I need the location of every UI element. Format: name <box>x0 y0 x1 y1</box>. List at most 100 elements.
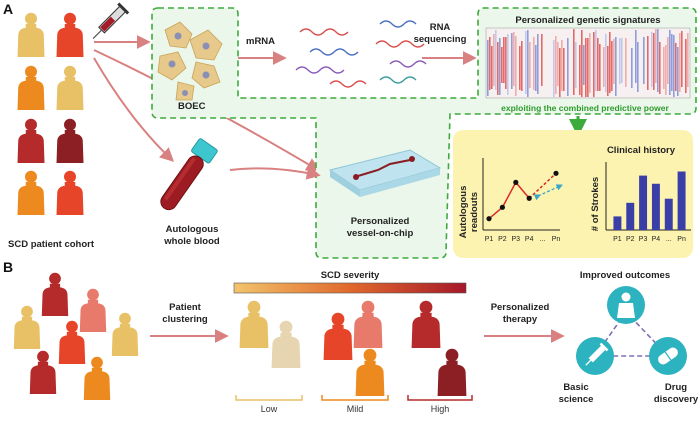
strokes-bar <box>677 171 686 230</box>
heatmap-stripe <box>499 38 501 95</box>
heatmap-stripe <box>505 37 507 89</box>
strokes-bar <box>613 216 622 230</box>
heatmap-stripe <box>647 36 649 90</box>
boec-cells <box>157 21 223 101</box>
heatmap-stripe <box>583 45 585 85</box>
heatmap-stripe <box>535 45 537 91</box>
blood-label-1: Autologous <box>166 224 219 235</box>
strokes-bar <box>626 202 635 230</box>
group-high: High <box>431 404 450 414</box>
severity-label: SCD severity <box>321 270 380 281</box>
heatmap-stripe <box>597 38 599 91</box>
readouts-line-segment <box>501 182 517 208</box>
mrna-label: mRNA <box>246 36 275 47</box>
heatmap-stripe <box>637 42 639 92</box>
heatmap-stripe <box>519 46 521 90</box>
boec-label: BOEC <box>178 101 206 112</box>
heatmap-stripe <box>643 37 645 84</box>
heatmap-stripe <box>653 33 655 90</box>
heatmap-stripe <box>493 34 495 86</box>
heatmap-stripe <box>515 36 517 96</box>
therapy-label-1: Personalized <box>491 302 550 313</box>
heatmap-stripe <box>585 38 587 97</box>
readouts-ylabel-2: readouts <box>469 192 480 232</box>
heatmap-stripe <box>603 47 605 87</box>
strokes-tick-label: Pn <box>677 236 686 243</box>
arrow-blood-chip <box>229 165 321 180</box>
heatmap-stripe <box>673 35 675 97</box>
heatmap-stripe <box>489 37 491 90</box>
outcomes-label: Improved outcomes <box>580 270 670 281</box>
rna-seq-label-1: RNA <box>430 22 451 33</box>
heatmap-stripe <box>667 37 669 84</box>
heatmap-stripe <box>589 33 591 93</box>
heatmap-stripe <box>681 31 683 87</box>
heatmap-stripe <box>665 45 667 95</box>
heatmap-stripe <box>527 30 529 97</box>
heatmap-stripe <box>497 42 499 95</box>
strokes-bar <box>651 183 660 230</box>
blood-tube-icon <box>160 138 218 211</box>
strokes-bar <box>664 198 673 230</box>
readouts-point <box>513 179 519 185</box>
readouts-tick-label: P2 <box>498 236 507 243</box>
vessel-chip-icon <box>328 149 442 197</box>
heatmap-stripe <box>677 47 679 96</box>
patient-cohort <box>17 12 84 215</box>
basic-label-2: science <box>559 394 594 405</box>
combined-power-label: exploiting the combined predictive power <box>501 103 669 113</box>
heatmap-stripe <box>521 41 523 91</box>
readouts-tick-label: P1 <box>485 236 494 243</box>
heatmap-stripe <box>513 32 515 86</box>
group-brackets <box>235 395 473 401</box>
clustering-label-1: Patient <box>169 302 202 313</box>
heatmap-stripe <box>579 45 581 95</box>
heatmap-stripe <box>605 34 607 92</box>
heatmap-stripe <box>561 40 563 91</box>
heatmap-stripe <box>537 34 539 94</box>
readouts-point <box>553 170 559 176</box>
strokes-tick-label: P1 <box>613 236 622 243</box>
heatmap-stripe <box>567 38 569 96</box>
syringe-science-icon <box>576 337 614 375</box>
heatmap-stripe <box>607 46 609 96</box>
heatmap-stripe <box>559 48 561 97</box>
heatmap-stripe <box>599 44 601 91</box>
heatmap-stripe <box>553 40 555 97</box>
readouts-tick-label: P4 <box>525 236 534 243</box>
clinical-title: Clinical history <box>607 145 676 156</box>
mrna-strands-icon <box>295 20 427 88</box>
patient-outcome-icon <box>607 286 645 324</box>
correlation-arrow-icon <box>533 184 563 201</box>
heatmap-stripe <box>581 30 583 97</box>
heatmap-stripe <box>613 39 615 84</box>
readouts-tick-label: Pn <box>552 236 561 243</box>
heatmap-stripe <box>593 32 595 97</box>
heatmap-stripe <box>503 37 505 83</box>
chip-label-2: vessel-on-chip <box>347 228 414 239</box>
heatmap-stripe <box>557 42 559 86</box>
heatmap-stripe <box>609 32 611 93</box>
heatmap-stripe <box>487 40 489 96</box>
heatmap-stripe <box>615 37 617 96</box>
blood-label-2: whole blood <box>163 236 220 247</box>
clustering-label-2: clustering <box>162 314 208 325</box>
cohort-label: SCD patient cohort <box>8 239 95 250</box>
readouts-point <box>486 216 492 222</box>
strokes-bar <box>639 175 648 230</box>
heatmap-stripe <box>659 42 661 94</box>
heatmap-stripe <box>507 34 509 95</box>
panel-b-label: B <box>3 259 13 275</box>
outcomes-triangle <box>593 310 670 357</box>
heatmap-stripe <box>685 39 687 93</box>
heatmap-stripe <box>651 32 653 87</box>
strokes-ylabel: # of Strokes <box>590 177 601 231</box>
heatmap-stripe <box>631 48 633 88</box>
heatmap-stripe <box>533 37 535 90</box>
heatmap-stripe <box>675 43 677 91</box>
group-low: Low <box>261 404 278 414</box>
heatmap-stripe <box>529 42 531 88</box>
heatmap-stripe <box>587 38 589 97</box>
